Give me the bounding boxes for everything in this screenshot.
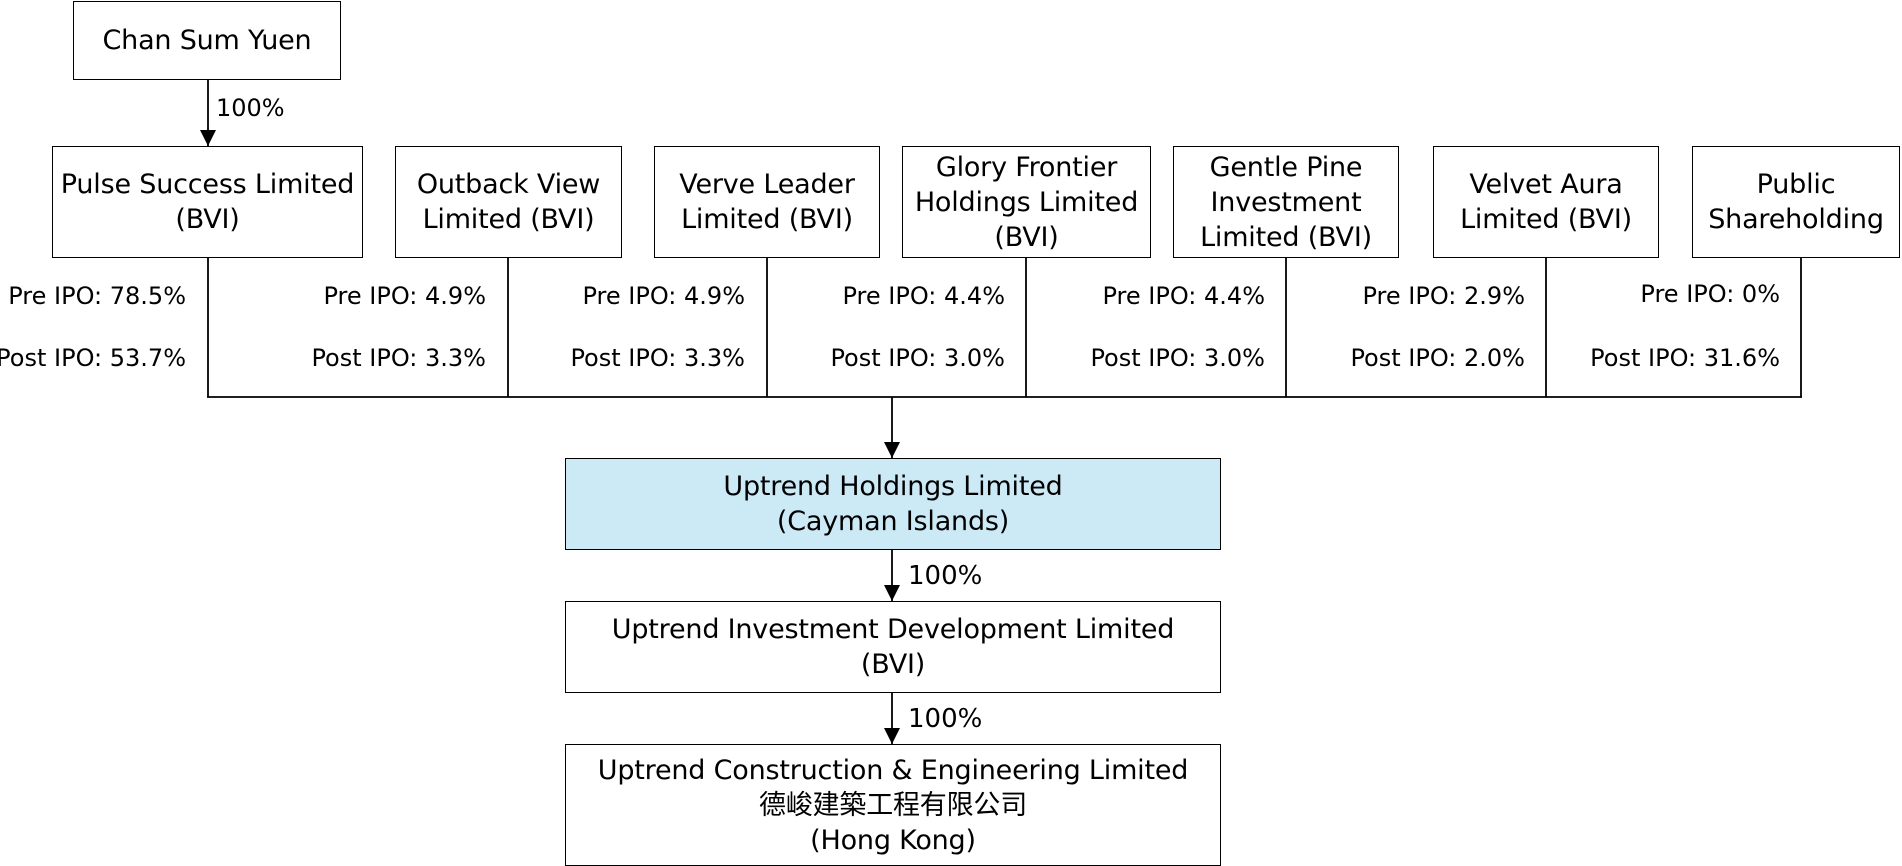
post-ipo-verve-leader: Post IPO: 3.3% bbox=[570, 344, 745, 372]
shareholder-box-outback-view: Outback View Limited (BVI) bbox=[395, 146, 622, 258]
shareholder-box-verve-leader: Verve Leader Limited (BVI) bbox=[654, 146, 880, 258]
pre-ipo-pulse-success: Pre IPO: 78.5% bbox=[8, 282, 186, 310]
post-ipo-glory-frontier: Post IPO: 3.0% bbox=[830, 344, 1005, 372]
subsidiary-name-line: Uptrend Construction & Engineering Limit… bbox=[597, 754, 1189, 786]
subsidiary-name-line: Uptrend Investment Development Limited bbox=[611, 614, 1175, 645]
shareholder-name-line: Public bbox=[1756, 169, 1836, 200]
pre-ipo-gentle-pine: Pre IPO: 4.4% bbox=[1102, 282, 1266, 310]
subsidiary-box-construction-engineering: Uptrend Construction & Engineering Limit… bbox=[565, 744, 1221, 866]
shareholder-name-line: Gentle Pine bbox=[1209, 151, 1363, 183]
owner-box: Chan Sum Yuen bbox=[73, 1, 341, 80]
construction-ownership-label: 100% bbox=[908, 704, 983, 734]
shareholder-name-line: Investment bbox=[1210, 186, 1362, 218]
subsidiary-box-investment-development: Uptrend Investment Development Limited (… bbox=[565, 601, 1221, 693]
shareholder-name-line: (BVI) bbox=[175, 204, 240, 235]
owner-ownership-label: 100% bbox=[216, 94, 285, 122]
subsidiary-name-line: (Hong Kong) bbox=[810, 824, 976, 856]
shareholder-name-line: Limited (BVI) bbox=[1460, 204, 1632, 235]
subsidiary-name-line: (BVI) bbox=[860, 649, 926, 680]
pre-ipo-velvet-aura: Pre IPO: 2.9% bbox=[1362, 282, 1526, 310]
post-ipo-public-shareholding: Post IPO: 31.6% bbox=[1590, 344, 1780, 372]
investment-ownership-label: 100% bbox=[908, 561, 983, 591]
shareholder-name-line: Outback View bbox=[416, 169, 601, 200]
post-ipo-outback-view: Post IPO: 3.3% bbox=[311, 344, 486, 372]
shareholder-box-pulse-success: Pulse Success Limited (BVI) bbox=[52, 146, 363, 258]
shareholder-box-gentle-pine: Gentle Pine Investment Limited (BVI) bbox=[1173, 146, 1399, 258]
shareholder-name-line: Velvet Aura bbox=[1469, 169, 1623, 200]
shareholder-name-line: (BVI) bbox=[994, 221, 1059, 253]
shareholder-name-line: Limited (BVI) bbox=[1200, 221, 1372, 253]
holding-company-box: Uptrend Holdings Limited (Cayman Islands… bbox=[565, 458, 1221, 550]
shareholder-name-line: Limited (BVI) bbox=[422, 204, 595, 235]
shareholder-box-velvet-aura: Velvet Aura Limited (BVI) bbox=[1433, 146, 1659, 258]
shareholder-name-line: Shareholding bbox=[1708, 204, 1884, 235]
shareholder-box-glory-frontier: Glory Frontier Holdings Limited (BVI) bbox=[902, 146, 1151, 258]
pre-ipo-outback-view: Pre IPO: 4.9% bbox=[323, 282, 487, 310]
pre-ipo-public-shareholding: Pre IPO: 0% bbox=[1640, 280, 1780, 308]
holding-name-line: Uptrend Holdings Limited bbox=[723, 471, 1063, 502]
subsidiary-name-line-chinese: 德峻建築工程有限公司 bbox=[759, 789, 1027, 821]
holding-name-line: (Cayman Islands) bbox=[776, 506, 1010, 537]
shareholder-name-line: Glory Frontier bbox=[935, 151, 1118, 183]
shareholder-name-line: Pulse Success Limited bbox=[60, 169, 355, 200]
owner-name: Chan Sum Yuen bbox=[102, 25, 312, 56]
shareholder-name-line: Holdings Limited bbox=[914, 186, 1139, 218]
shareholder-name-line: Limited (BVI) bbox=[681, 204, 853, 235]
pre-ipo-glory-frontier: Pre IPO: 4.4% bbox=[842, 282, 1006, 310]
post-ipo-velvet-aura: Post IPO: 2.0% bbox=[1350, 344, 1525, 372]
shareholder-name-line: Verve Leader bbox=[679, 169, 855, 200]
post-ipo-pulse-success: Post IPO: 53.7% bbox=[0, 344, 186, 372]
pre-ipo-verve-leader: Pre IPO: 4.9% bbox=[582, 282, 746, 310]
post-ipo-gentle-pine: Post IPO: 3.0% bbox=[1090, 344, 1265, 372]
shareholder-box-public-shareholding: Public Shareholding bbox=[1692, 146, 1900, 258]
